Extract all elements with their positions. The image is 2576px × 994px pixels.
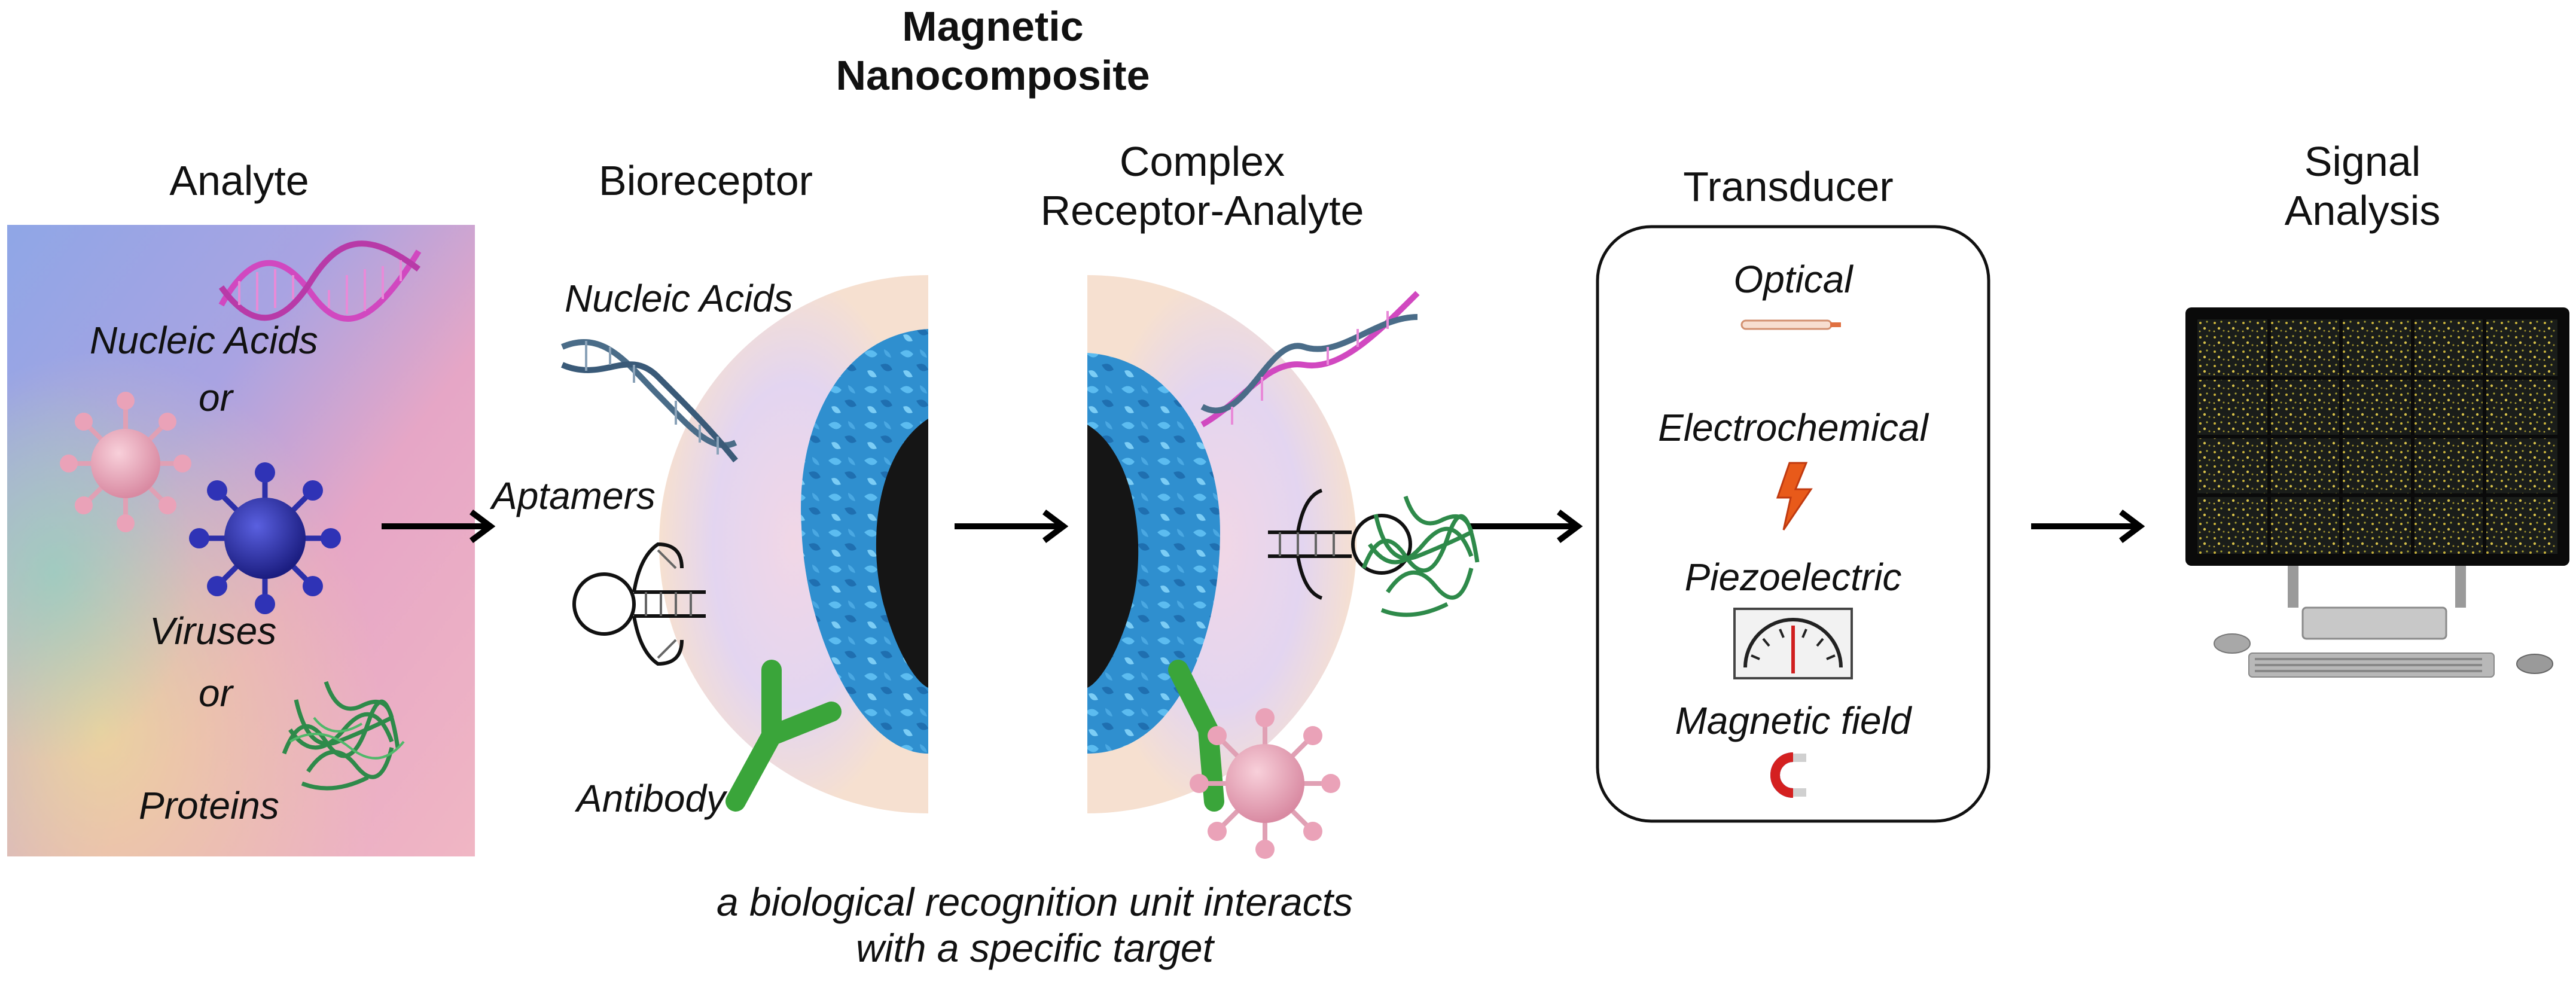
transducer-item-optical: Optical [1733,258,1853,301]
signal-header-line2: Analysis [2284,187,2441,234]
analyte-item-proteins: Proteins [139,784,279,827]
dna-icon [1200,291,1420,428]
bioreceptor-item-nucleic-acids: Nucleic Acids [565,277,793,320]
virus-icon [1190,708,1340,859]
protein-icon [282,681,405,791]
signal-header-line1: Signal [2304,138,2421,185]
transducer-item-magnetic-field: Magnetic field [1675,699,1912,742]
caption-line1: a biological recognition unit interacts [717,880,1353,924]
dna-icon [561,339,738,463]
complex-half [1087,275,1356,813]
analyte-item-nucleic-acids: Nucleic Acids [90,319,318,362]
arrow-4 [2031,510,2145,543]
monitor-icon [2185,307,2569,678]
arrow-1 [382,510,496,543]
bioreceptor-item-aptamers: Aptamers [492,474,656,517]
transducer-item-electrochemical: Electrochemical [1658,406,1928,449]
magnet-icon [1770,752,1806,798]
signal-header: Signal Analysis [2213,138,2512,236]
arrow-3 [1469,510,1583,543]
diagram-title: Magnetic Nanocomposite [766,2,1220,100]
complex-header: Complex Receptor-Analyte [981,138,1423,236]
complex-header-line2: Receptor-Analyte [1040,187,1364,234]
analyte-item-viruses: Viruses [150,609,277,652]
lightning-icon [1776,462,1813,530]
virus-icon [60,392,191,532]
bioreceptor-header: Bioreceptor [599,157,813,204]
title-line1: Magnetic [902,3,1084,50]
bioreceptor-item-antibody: Antibody [577,777,726,820]
transducer-header: Transducer [1683,163,1894,210]
analyte-header: Analyte [169,157,309,204]
dna-icon [218,240,422,322]
optical-fiber-icon [1740,319,1841,330]
virus-icon [189,462,341,614]
nanoparticle-half [659,275,928,813]
aptamer-icon [1268,489,1412,600]
transducer-item-piezoelectric: Piezoelectric [1684,556,1902,599]
antibody-icon [725,660,842,812]
caption: a biological recognition unit interacts … [598,879,1471,971]
transducer-box [1596,225,1990,823]
caption-line2: with a specific target [856,926,1214,971]
antibody-icon [1168,660,1224,812]
analyte-item-or-1: or [199,376,233,419]
protein-icon [1361,495,1480,617]
gauge-icon [1733,608,1853,679]
complex-header-line1: Complex [1119,138,1285,185]
title-line2: Nanocomposite [836,51,1150,99]
analyte-item-or-2: or [199,672,233,715]
arrow-2 [955,510,1069,543]
aptamer-icon [572,542,706,666]
